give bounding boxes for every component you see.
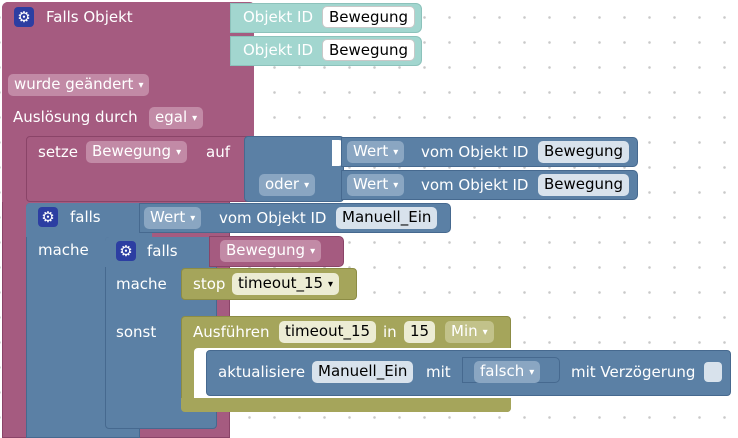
object-id-field-2[interactable]: Bewegung: [322, 39, 416, 61]
inner-condition-variable: Bewegung: [226, 241, 306, 259]
timeout-amount-field[interactable]: 15: [404, 321, 436, 343]
update-delay-label: mit Verzögerung: [571, 363, 696, 381]
caret-down-icon: ▾: [393, 180, 399, 191]
timeout-timer-field[interactable]: timeout_15: [279, 321, 377, 343]
caret-down-icon: ▾: [176, 147, 182, 158]
update-value-dropdown[interactable]: falsch ▾: [474, 361, 541, 383]
caret-down-icon: ▾: [190, 213, 196, 224]
outer-do-label: mache: [38, 241, 89, 259]
inner-do-label: mache: [116, 275, 167, 293]
gear-icon[interactable]: ⚙: [14, 7, 34, 27]
trigger-by-dropdown[interactable]: egal ▾: [149, 107, 204, 129]
object-id-label-2: Objekt ID: [243, 41, 314, 59]
timeout-unit-dropdown[interactable]: Min ▾: [445, 321, 494, 343]
gear-icon[interactable]: ⚙: [116, 241, 136, 261]
outer-condition-field-dropdown[interactable]: Wert ▾: [144, 207, 202, 229]
inner-condition-variable-dropdown[interactable]: Bewegung ▾: [220, 240, 322, 262]
get-value-field-dropdown-a[interactable]: Wert ▾: [347, 141, 405, 163]
update-with-label: mit: [426, 363, 451, 381]
object-id-label-1: Objekt ID: [243, 8, 314, 26]
inner-if-label: falls: [147, 242, 178, 260]
caret-down-icon: ▾: [192, 113, 198, 124]
get-value-field-a: Wert: [353, 142, 389, 160]
event-block-header-arm: [2, 2, 254, 136]
set-to-label: auf: [206, 143, 230, 161]
caret-down-icon: ▾: [310, 246, 316, 257]
timeout-unit-value: Min: [451, 322, 478, 340]
event-title: Falls Objekt: [46, 8, 133, 26]
or-operator-dropdown[interactable]: oder ▾: [259, 174, 316, 196]
set-variable-value: Bewegung: [92, 142, 172, 160]
inner-else-label: sonst: [116, 323, 157, 341]
caret-down-icon: ▾: [328, 279, 334, 290]
stop-timer-dropdown[interactable]: timeout_15 ▾: [232, 273, 340, 295]
caret-down-icon: ▾: [138, 80, 144, 91]
update-object-field[interactable]: Manuell_Ein: [312, 361, 414, 383]
set-variable-dropdown[interactable]: Bewegung ▾: [86, 141, 188, 163]
object-field-b[interactable]: Bewegung: [538, 174, 630, 196]
stop-timer-value: timeout_15: [238, 274, 324, 292]
object-id-field-1[interactable]: Bewegung: [322, 6, 416, 28]
outer-if-label: falls: [70, 208, 101, 226]
from-object-label-b: vom Objekt ID: [421, 176, 529, 194]
timeout-bottom-arm: [181, 398, 511, 412]
object-field-a[interactable]: Bewegung: [538, 141, 630, 163]
timeout-label: Ausführen: [193, 323, 270, 341]
update-label: aktualisiere: [218, 363, 306, 381]
or-operator-value: oder: [265, 175, 300, 193]
caret-down-icon: ▾: [482, 327, 488, 338]
caret-down-icon: ▾: [529, 367, 535, 378]
outer-from-object-label: vom Objekt ID: [219, 209, 327, 227]
update-value: falsch: [480, 362, 525, 380]
change-mode-value: wurde geändert: [14, 75, 134, 93]
set-label: setze: [38, 143, 79, 161]
caret-down-icon: ▾: [304, 180, 310, 191]
get-value-field-dropdown-b[interactable]: Wert ▾: [347, 174, 405, 196]
gear-icon[interactable]: ⚙: [38, 207, 58, 227]
outer-object-field[interactable]: Manuell_Ein: [336, 207, 438, 229]
stop-label: stop: [193, 275, 226, 293]
get-value-field-b: Wert: [353, 175, 389, 193]
from-object-label-a: vom Objekt ID: [421, 143, 529, 161]
trigger-by-value: egal: [155, 108, 188, 126]
caret-down-icon: ▾: [393, 147, 399, 158]
trigger-by-label: Auslösung durch: [13, 108, 138, 126]
change-mode-dropdown[interactable]: wurde geändert ▾: [8, 74, 150, 96]
timeout-in-label: in: [383, 323, 397, 341]
update-delay-checkbox[interactable]: [704, 362, 722, 382]
outer-condition-field: Wert: [150, 208, 186, 226]
